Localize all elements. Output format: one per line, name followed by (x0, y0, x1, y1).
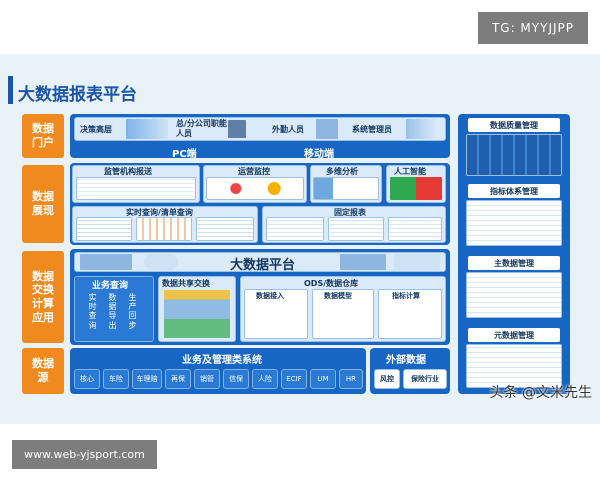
diagram-title: 大数据报表平台 (18, 85, 137, 105)
query-col-sync: 生产回步 (126, 291, 139, 332)
title-accent-bar (8, 76, 13, 104)
ai-thumbnail (390, 177, 442, 200)
role-staff: 总/分公司职能人员 (176, 119, 227, 138)
report-thumb-2 (328, 217, 384, 241)
layer-label-portal-text: 数据门户 (32, 122, 54, 149)
platform-title: 大数据平台 (230, 258, 296, 273)
ods-access-label: 数据接入 (256, 292, 284, 300)
module-realtime-label: 实时查询/清单查询 (126, 208, 193, 217)
master-data-title: 主数据管理 (468, 256, 560, 270)
module-ops-label: 运营监控 (238, 167, 270, 176)
laptop-icon (228, 120, 246, 138)
module-ai-label: 人工智能 (394, 167, 426, 176)
report-thumb-3 (388, 217, 442, 241)
ods-model-panel (312, 289, 374, 339)
platform-icon-right (340, 254, 386, 270)
metadata-mgmt-title: 元数据管理 (468, 328, 560, 342)
query-thumb-1 (76, 217, 132, 241)
role-admin: 系统管理员 (352, 125, 392, 134)
metrics-mgmt-thumbnail (466, 200, 562, 246)
pc-label: PC端 (172, 149, 197, 160)
quality-mgmt-thumbnail (466, 134, 562, 176)
platform-icon-hub (144, 254, 178, 270)
system-ecif: ECIF (281, 369, 307, 389)
regulatory-thumbnail (76, 177, 196, 200)
module-regulatory-label: 监管机构报送 (104, 167, 152, 176)
mobile-label: 移动端 (304, 149, 334, 160)
system-um: UM (310, 369, 336, 389)
query-thumb-3 (196, 217, 254, 241)
report-thumb-1 (266, 217, 324, 241)
system-auto-claims: 车理赔 (132, 369, 162, 389)
system-hr: HR (339, 369, 363, 389)
system-reinsurance: 再保 (165, 369, 191, 389)
system-auto: 车险 (103, 369, 129, 389)
system-life: 人险 (252, 369, 278, 389)
platform-icon-left (80, 254, 132, 270)
ods-metrics-panel (378, 289, 442, 339)
ods-metrics-label: 指标计算 (392, 292, 420, 300)
ods-access-panel (244, 289, 308, 339)
layer-label-source: 数据源 (22, 348, 64, 394)
external-risk: 风控 (374, 369, 400, 389)
watermark-bottom: www.web-yjsport.com (12, 440, 157, 469)
quality-mgmt-title: 数据质量管理 (468, 118, 560, 132)
query-col-export: 数据导出 (106, 291, 119, 332)
role-field-staff: 外勤人员 (272, 125, 304, 134)
layer-label-portal: 数据门户 (22, 114, 64, 158)
field-worker-icon (316, 119, 338, 139)
layer-label-source-text: 数据源 (32, 357, 54, 384)
query-thumb-2 (136, 217, 192, 241)
external-industry: 保险行业 (403, 369, 447, 389)
metadata-mgmt-thumbnail (466, 344, 562, 388)
watermark-author: 头条 @文米先生 (489, 385, 592, 401)
system-credit: 信保 (223, 369, 249, 389)
ods-model-label: 数据模型 (324, 292, 352, 300)
admin-icon (406, 119, 438, 139)
external-data-title: 外部数据 (386, 355, 426, 366)
master-data-thumbnail (466, 272, 562, 318)
watermark-top: TG: MYYJJPP (477, 12, 588, 44)
business-query-label: 业务查询 (92, 281, 129, 291)
ods-label: ODS/数据仓库 (304, 279, 359, 288)
query-col-realtime: 实时查询 (86, 291, 99, 332)
share-exchange-diagram (164, 290, 230, 338)
layer-label-exchange: 数据交换计算应用 (22, 251, 64, 343)
role-executives: 决策高层 (80, 125, 112, 134)
layer-label-exchange-text: 数据交换计算应用 (32, 269, 54, 324)
layer-label-display: 数据展现 (22, 165, 64, 243)
share-exchange-label: 数据共享交换 (162, 279, 210, 288)
multidim-thumbnail (313, 177, 379, 200)
system-sales: 销管 (194, 369, 220, 389)
system-core: 核心 (74, 369, 100, 389)
ops-thumbnail (206, 177, 304, 200)
module-multidim-label: 多维分析 (326, 167, 358, 176)
platform-icon-far-right (394, 254, 440, 270)
module-fixed-label: 固定报表 (334, 208, 366, 217)
people-icon (126, 119, 168, 139)
metrics-mgmt-title: 指标体系管理 (468, 184, 560, 198)
layer-label-display-text: 数据展现 (32, 190, 54, 217)
biz-systems-title: 业务及管理类系统 (182, 355, 262, 366)
